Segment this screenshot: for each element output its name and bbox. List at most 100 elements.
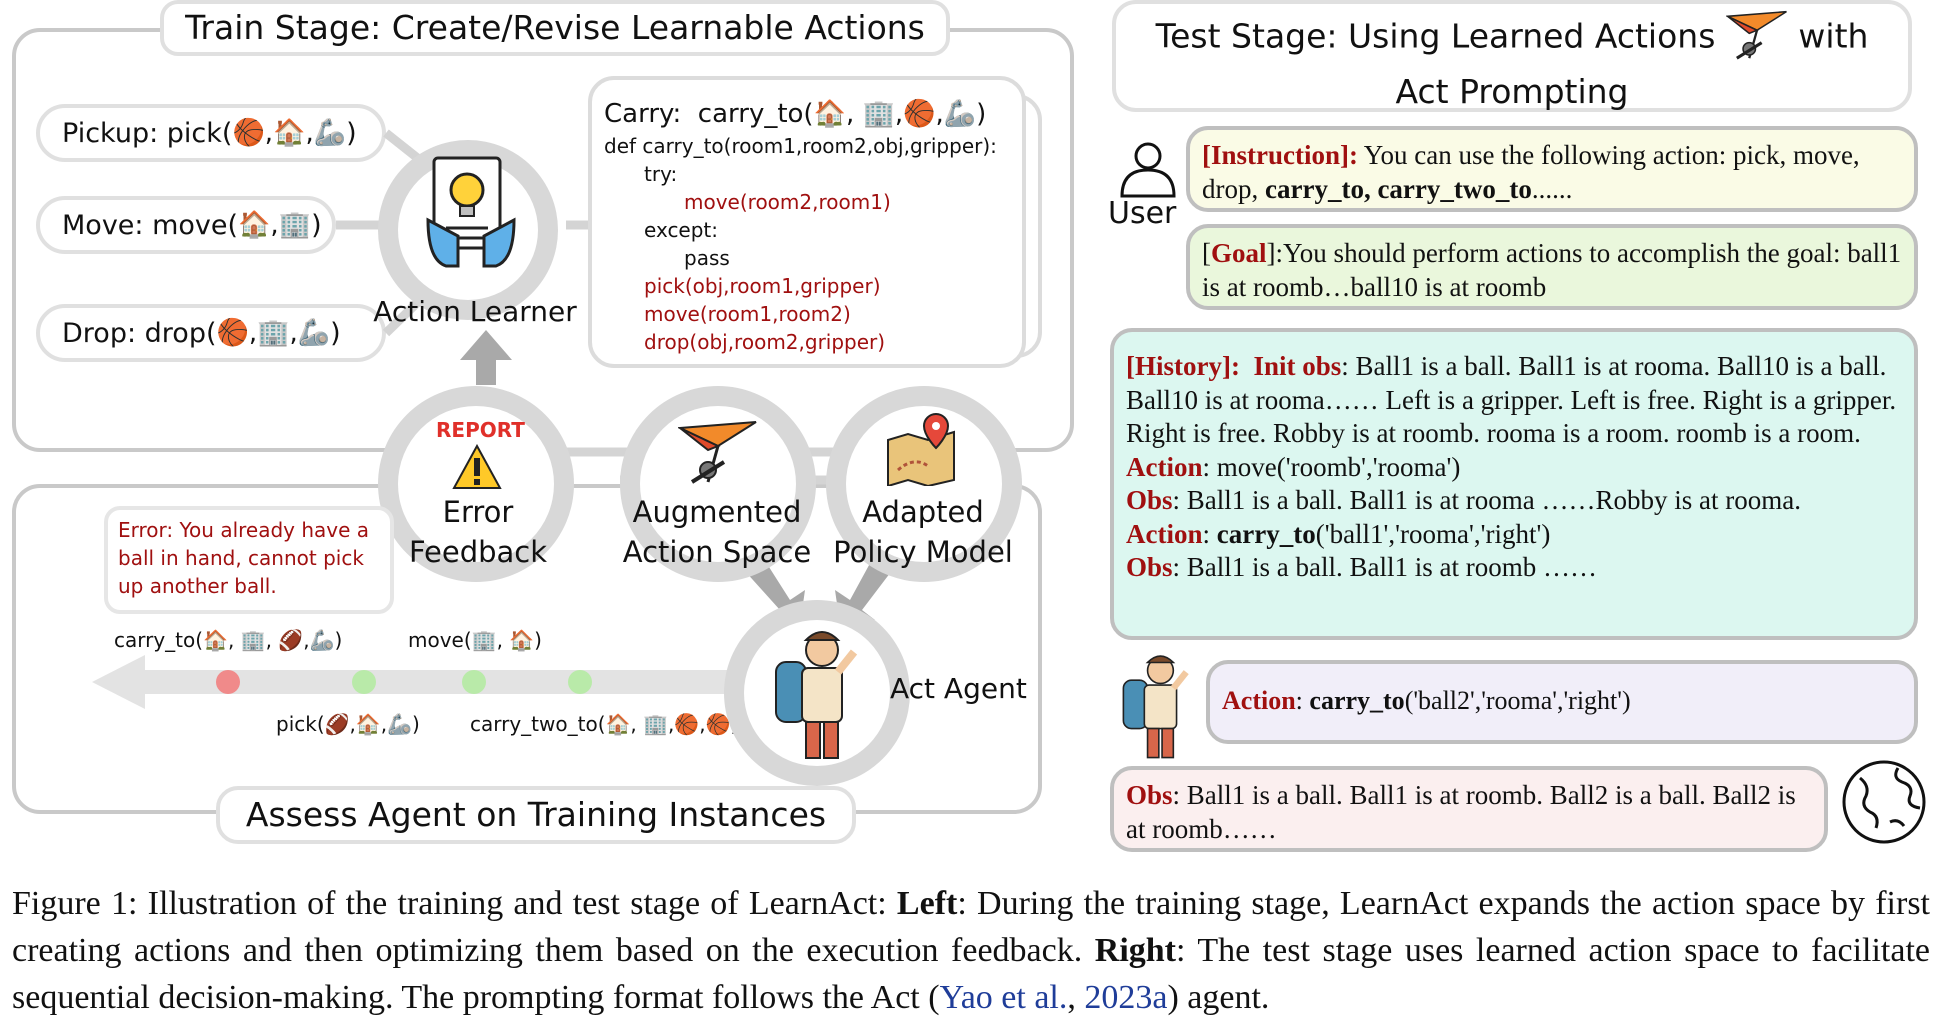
move-func: move( [152, 209, 239, 241]
move-label: Move: [62, 209, 144, 241]
obs2-tag: Obs [1126, 552, 1173, 582]
action1-text: : move('roomb','rooma') [1202, 451, 1461, 482]
caption-cite-year[interactable]: 2023a [1084, 979, 1168, 1016]
agent-action-sep: : [1295, 686, 1310, 715]
agent-action-tag: Action [1222, 686, 1296, 715]
act-agent-label: Act Agent [890, 672, 1027, 705]
move-args: 🏠,🏢 [238, 210, 312, 240]
code-def: def carry_to(room1,room2,obj,gripper): [604, 134, 997, 158]
figure-caption: Figure 1: Illustration of the training a… [12, 880, 1930, 1021]
globe-icon [1842, 760, 1926, 844]
drop-action-pill: Drop: drop( 🏀,🏢,🦾 ) [36, 304, 386, 362]
pickup-args: 🏀,🏠,🦾 [232, 118, 347, 148]
warning-icon [452, 444, 502, 489]
carry-header: Carry: [604, 99, 682, 129]
augmented-line2: Action Space [622, 535, 812, 569]
caption-right-bold: Right [1094, 932, 1176, 969]
agent-action-box: Action: carry_to('ball2','rooma','right'… [1206, 660, 1918, 744]
action2-sep: : [1202, 518, 1217, 549]
adapted-label: Adapted Policy Model [818, 492, 1028, 572]
code-pick: pick(obj,room1,gripper) [644, 274, 881, 298]
instruction-box: [Instruction]: You can use the following… [1186, 126, 1918, 212]
obs1-text: : Ball1 is a ball. Ball1 is at rooma ……R… [1172, 485, 1801, 515]
test-stage-title: Test Stage: Using Learned Actions with A… [1112, 0, 1912, 112]
pickup-func: pick( [166, 117, 233, 149]
treasure-map-icon [887, 412, 955, 486]
pickup-label: Pickup: [62, 117, 159, 149]
goal-tag: Goal [1211, 238, 1267, 268]
env-obs-tag: Obs [1126, 780, 1173, 810]
move-action-pill: Move: move( 🏠,🏢 ) [36, 196, 336, 254]
user-label: User [1108, 196, 1177, 231]
code-drop: drop(obj,room2,gripper) [644, 330, 886, 354]
history-tag: [History]: [1126, 351, 1240, 381]
traj-dot-ok-3 [568, 670, 592, 694]
action2-args: ('ball1','rooma','right') [1315, 518, 1551, 549]
code-pass: pass [684, 246, 730, 270]
pickup-action-pill: Pickup: pick( 🏀,🏠,🦾 ) [36, 104, 386, 162]
traj-dot-ok-1 [352, 670, 376, 694]
goal-box: [Goal]:You should perform actions to acc… [1186, 224, 1918, 310]
traj-dot-error [216, 670, 240, 694]
code-card: Carry: carry_to(🏠, 🏢,🏀,🦾) def carry_to(r… [588, 76, 1026, 368]
traj-pick-label: pick(🏈,🏠,🦾) [276, 712, 420, 736]
test-title-line2: Act Prompting [1395, 72, 1629, 111]
carry-args: 🏠, 🏢,🏀,🦾 [813, 99, 977, 129]
code-try: try: [644, 162, 678, 186]
error-feedback-label: Error Feedback [390, 492, 566, 572]
instruction-tag: [Instruction]: [1202, 140, 1358, 170]
goal-tag-open: [ [1202, 238, 1211, 268]
caption-cite-sep: , [1067, 979, 1085, 1016]
agent-action-func: carry_to [1309, 686, 1405, 715]
action-learner-label: Action Learner [373, 295, 577, 328]
traj-move-label: move(🏢, 🏠) [408, 628, 542, 652]
drop-close: ) [330, 317, 341, 349]
trajectory-arrow [92, 655, 740, 709]
error-feedback-line1: Error [442, 495, 514, 529]
augmented-label: Augmented Action Space [612, 492, 822, 572]
train-stage-title: Train Stage: Create/Revise Learnable Act… [160, 0, 950, 56]
idea-document-icon [426, 156, 516, 268]
test-title-line1b: with [1798, 16, 1869, 56]
action2-func: carry_to [1216, 518, 1316, 549]
augmented-line1: Augmented [632, 495, 802, 529]
code-move2: move(room1,room2) [644, 302, 851, 326]
user-icon [1120, 142, 1176, 198]
caption-cite-author[interactable]: Yao et al. [939, 979, 1068, 1016]
history-box: [History]: Init obs: Ball1 is a ball. Ba… [1110, 328, 1918, 640]
obs1-tag: Obs [1126, 485, 1173, 515]
hiker-agent-avatar [1122, 655, 1189, 759]
drop-func: drop( [144, 317, 217, 349]
drop-args: 🏀,🏢,🦾 [216, 318, 331, 348]
obs2-text: : Ball1 is a ball. Ball1 is at roomb …… [1172, 552, 1597, 582]
code-except: except: [644, 218, 719, 242]
env-obs-box: Obs: Ball1 is a ball. Ball1 is at roomb.… [1110, 766, 1828, 852]
instruction-text: You can use the following action: pick, … [1202, 140, 1860, 204]
caption-end: ) agent. [1167, 979, 1270, 1016]
action1-tag: Action [1126, 451, 1203, 482]
adapted-line2: Policy Model [833, 535, 1013, 569]
arrow-up-to-learner [460, 330, 512, 385]
carry-func: carry_to( [697, 99, 814, 129]
caption-prefix: Figure 1: Illustration of the training a… [12, 885, 897, 922]
assess-title: Assess Agent on Training Instances [216, 786, 856, 844]
instruction-end: ...... [1531, 174, 1573, 204]
goal-tag-close: ]: [1266, 238, 1284, 268]
move-close: ) [311, 209, 322, 241]
hang-glider-icon [678, 421, 757, 484]
caption-left-bold: Left [896, 885, 958, 922]
caption-left-text: : During the training stage, LearnAct ex… [12, 885, 1931, 969]
error-message-box: Error: You already have a ball in hand, … [104, 506, 394, 614]
report-label: REPORT [436, 418, 525, 442]
init-obs-text: : Ball1 is a ball. Ball1 is at rooma. Ba… [1126, 351, 1897, 448]
drop-label: Drop: [62, 317, 137, 349]
agent-action-args: ('ball2','rooma','right') [1404, 686, 1631, 715]
goal-text: You should perform actions to accomplish… [1202, 238, 1902, 302]
traj-carry-two-label: carry_two_to(🏠, 🏢,🏀,🏀) [470, 712, 739, 736]
traj-dot-ok-2 [462, 670, 486, 694]
error-feedback-line2: Feedback [408, 535, 548, 569]
code-move1: move(room2,room1) [684, 190, 891, 214]
caption-right-text: : The test stage uses learned action spa… [12, 932, 1930, 1016]
pickup-close: ) [346, 117, 357, 149]
action2-tag: Action [1126, 518, 1203, 549]
